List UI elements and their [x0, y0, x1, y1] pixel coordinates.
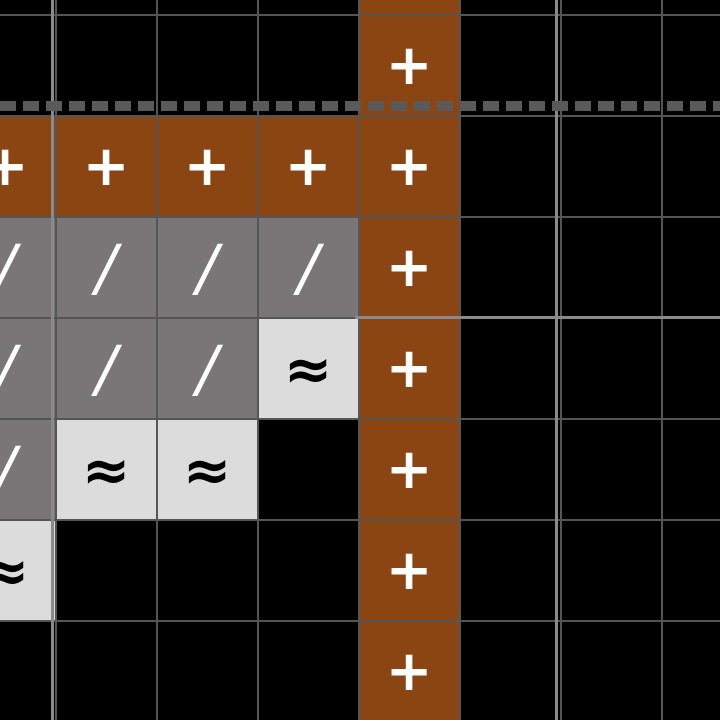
slash-glyph: /	[0, 236, 16, 299]
slash-glyph: /	[0, 438, 16, 501]
tile-empty[interactable]	[156, 0, 258, 16]
tile-empty[interactable]	[661, 217, 720, 319]
tile-empty[interactable]	[661, 621, 720, 720]
plus-glyph: +	[284, 133, 332, 199]
tile-empty[interactable]	[459, 116, 561, 218]
major-grid-line	[51, 0, 54, 720]
tile-empty[interactable]	[661, 0, 720, 16]
tile-plus[interactable]: +	[0, 116, 56, 218]
major-grid-line	[355, 316, 720, 319]
tile-wave[interactable]: ≈	[156, 419, 258, 521]
tile-empty[interactable]	[560, 419, 662, 521]
plus-glyph: +	[385, 537, 433, 603]
tile-empty[interactable]	[459, 0, 561, 16]
tile-empty[interactable]	[560, 318, 662, 420]
plus-glyph: +	[385, 638, 433, 704]
major-grid-line	[555, 0, 558, 720]
tile-empty[interactable]	[156, 621, 258, 720]
tile-empty[interactable]	[257, 419, 359, 521]
tile-empty[interactable]	[560, 621, 662, 720]
tile-slash[interactable]: /	[257, 217, 359, 319]
tile-empty[interactable]	[55, 0, 157, 16]
plus-glyph: +	[385, 32, 433, 98]
plus-glyph: +	[385, 234, 433, 300]
tile-plus[interactable]: +	[358, 419, 460, 521]
tile-plus[interactable]: +	[358, 318, 460, 420]
tile-empty[interactable]	[560, 520, 662, 622]
tile-empty[interactable]	[55, 621, 157, 720]
tile-plus[interactable]: +	[358, 0, 460, 16]
slash-glyph: /	[297, 230, 319, 304]
dashed-boundary-line	[0, 101, 720, 111]
tile-slash[interactable]: /	[55, 318, 157, 420]
tile-wave[interactable]: ≈	[257, 318, 359, 420]
tile-empty[interactable]	[257, 621, 359, 720]
wave-glyph: ≈	[0, 542, 29, 600]
tile-slash[interactable]: /	[0, 318, 56, 420]
tile-slash[interactable]: /	[0, 217, 56, 319]
plus-glyph: +	[82, 133, 130, 199]
tile-slash[interactable]: /	[156, 318, 258, 420]
tile-empty[interactable]	[0, 621, 56, 720]
tile-empty[interactable]	[459, 318, 561, 420]
tile-empty[interactable]	[156, 520, 258, 622]
slash-glyph: /	[95, 230, 117, 304]
tile-empty[interactable]	[560, 15, 662, 117]
tile-slash[interactable]: /	[0, 419, 56, 521]
tile-plus[interactable]: +	[358, 520, 460, 622]
plus-glyph: +	[183, 133, 231, 199]
tile-plus[interactable]: +	[55, 116, 157, 218]
tile-empty[interactable]	[257, 15, 359, 117]
tile-empty[interactable]	[0, 15, 56, 117]
tile-empty[interactable]	[661, 116, 720, 218]
tile-plus[interactable]: +	[358, 217, 460, 319]
wave-glyph: ≈	[283, 334, 333, 403]
tile-wave[interactable]: ≈	[55, 419, 157, 521]
tile-empty[interactable]	[459, 419, 561, 521]
tile-empty[interactable]	[55, 15, 157, 117]
tile-empty[interactable]	[661, 419, 720, 521]
wave-glyph: ≈	[182, 435, 232, 504]
tile-empty[interactable]	[459, 520, 561, 622]
tile-empty[interactable]	[0, 0, 56, 16]
tile-empty[interactable]	[257, 0, 359, 16]
tile-empty[interactable]	[459, 217, 561, 319]
tile-slash[interactable]: /	[55, 217, 157, 319]
tile-empty[interactable]	[459, 621, 561, 720]
plus-glyph: +	[385, 436, 433, 502]
tile-plus[interactable]: +	[156, 116, 258, 218]
slash-glyph: /	[0, 337, 16, 400]
tile-empty[interactable]	[156, 15, 258, 117]
tile-empty[interactable]	[459, 15, 561, 117]
slash-glyph: /	[196, 331, 218, 405]
plus-glyph: +	[385, 335, 433, 401]
tile-plus[interactable]: +	[358, 15, 460, 117]
tile-plus[interactable]: +	[358, 621, 460, 720]
tile-empty[interactable]	[661, 15, 720, 117]
tile-empty[interactable]	[661, 318, 720, 420]
wave-glyph: ≈	[81, 435, 131, 504]
plus-glyph: +	[385, 133, 433, 199]
tile-empty[interactable]	[661, 520, 720, 622]
slash-glyph: /	[95, 331, 117, 405]
tile-plus[interactable]: +	[257, 116, 359, 218]
tile-plus[interactable]: +	[358, 116, 460, 218]
tile-wave[interactable]: ≈	[0, 520, 56, 622]
tile-slash[interactable]: /	[156, 217, 258, 319]
plus-glyph: +	[0, 138, 29, 195]
tile-empty[interactable]	[55, 520, 157, 622]
tile-empty[interactable]	[560, 0, 662, 16]
tile-empty[interactable]	[560, 116, 662, 218]
slash-glyph: /	[196, 230, 218, 304]
tile-empty[interactable]	[560, 217, 662, 319]
tile-empty[interactable]	[257, 520, 359, 622]
